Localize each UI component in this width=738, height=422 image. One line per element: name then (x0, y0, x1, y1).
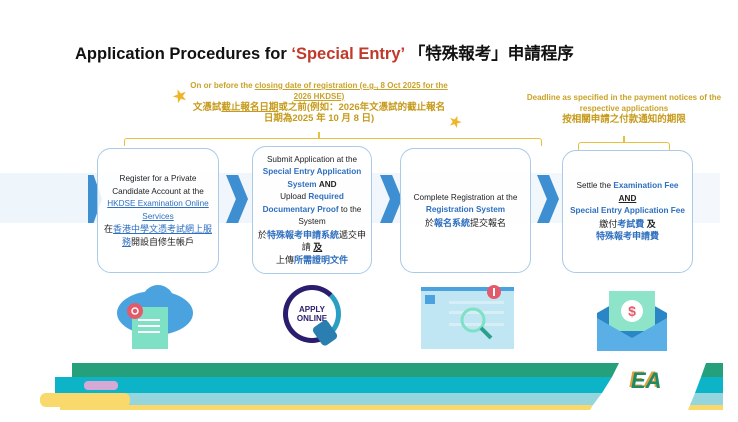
cloud-document-icon (117, 285, 193, 349)
search-webpage-icon (421, 285, 514, 349)
bracket-tick (623, 136, 625, 142)
hkeaa-logo: EA (631, 368, 662, 393)
step-3-complete-registration: Complete Registration at the Registratio… (400, 148, 531, 273)
registration-deadline-note: On or before the closing date of registr… (190, 81, 448, 124)
payment-bracket (578, 142, 670, 150)
chevron-arrow-icon (537, 175, 559, 223)
hkdse-online-services-link[interactable]: HKDSE Examination Online Services (107, 199, 209, 221)
star-icon: ★ (445, 112, 465, 133)
svg-text:$: $ (628, 303, 636, 319)
chevron-arrow-icon (226, 175, 248, 223)
payment-envelope-icon: $ (597, 291, 667, 351)
step-2-submit-application: Submit Application at the Special Entry … (252, 146, 372, 274)
step-1-register-account: Register for a Private Candidate Account… (97, 148, 219, 273)
payment-deadline-note: Deadline as specified in the payment not… (526, 93, 722, 125)
deadline-bracket (124, 138, 542, 146)
bracket-tick (318, 132, 320, 138)
star-icon: ★ (168, 83, 191, 109)
decorative-stripes (40, 363, 723, 410)
chevron-arrow-icon (380, 175, 402, 223)
page-title: Application Procedures for ‘Special Entr… (75, 45, 574, 63)
hkdse-online-services-zh-link[interactable]: 香港中學文憑考試網上服務 (113, 224, 213, 247)
step-4-settle-fees: Settle the Examination Fee AND Special E… (562, 150, 693, 273)
